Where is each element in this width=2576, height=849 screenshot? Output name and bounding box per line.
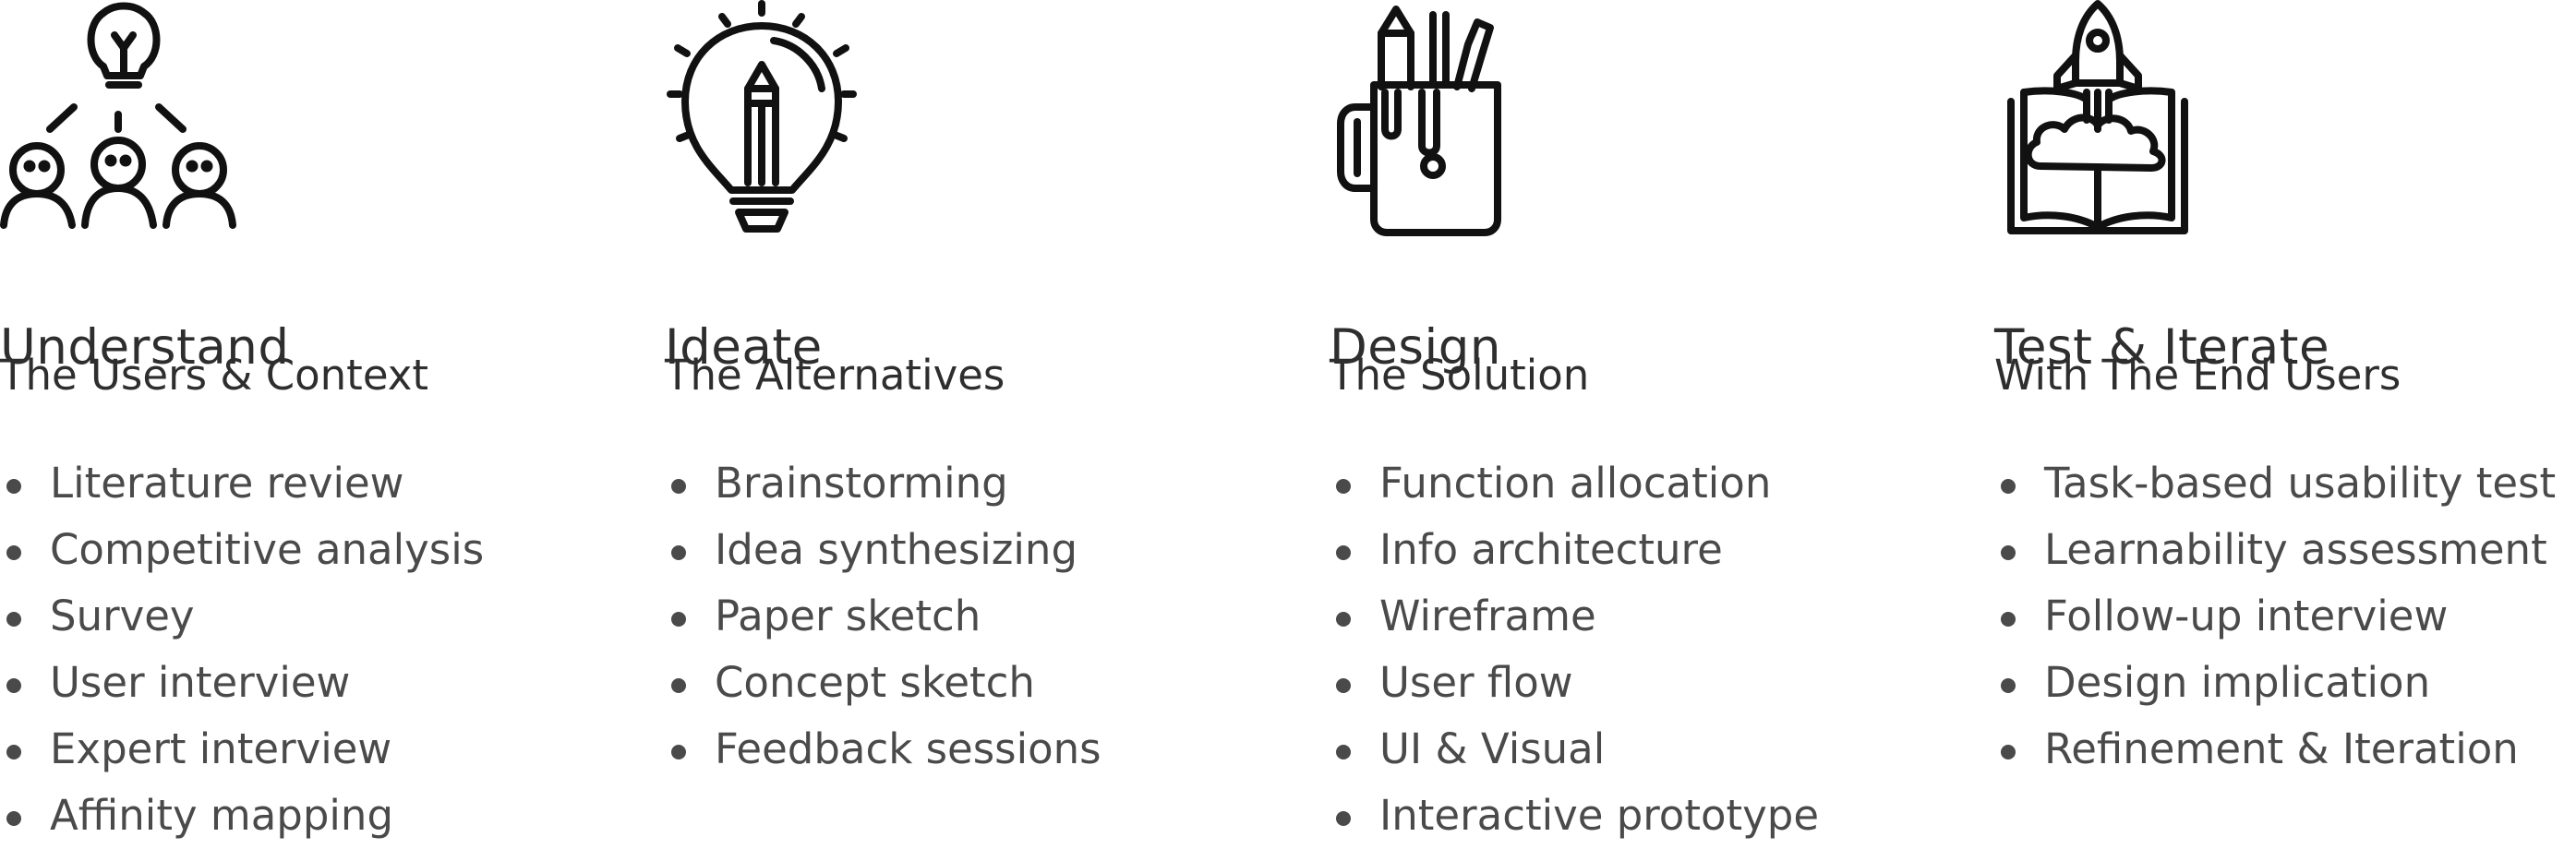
- pencil-cup-icon: [1330, 0, 1570, 242]
- phase-title: Understand: [0, 318, 290, 376]
- list-item: UI & Visual: [1330, 716, 1819, 783]
- phase-title: Design: [1330, 318, 1501, 376]
- list-item: Expert interview: [0, 716, 484, 783]
- list-item: Idea synthesizing: [665, 517, 1101, 583]
- list-item: Literature review: [0, 450, 484, 517]
- phase-subtitle: The Alternatives: [665, 351, 1005, 400]
- list-item: User flow: [1330, 650, 1819, 716]
- list-item: Refinement & Iteration: [1994, 716, 2556, 783]
- phase-ideate: Ideate The Alternatives Brainstorming Id…: [665, 0, 1311, 847]
- list-item: Info architecture: [1330, 517, 1819, 583]
- phase-title: Ideate: [665, 318, 823, 376]
- list-item: Feedback sessions: [665, 716, 1101, 783]
- phase-design: Design The Solution Function allocation …: [1330, 0, 1976, 847]
- phase-subtitle: With The End Users: [1994, 351, 2401, 400]
- phase-subtitle: The Users & Context: [0, 351, 428, 400]
- list-item: Function allocation: [1330, 450, 1819, 517]
- phase-understand: Understand The Users & Context Literatur…: [0, 0, 646, 847]
- activity-list: Function allocation Info architecture Wi…: [1330, 450, 1819, 849]
- phase-test-iterate: Test & Iterate With The End Users Task-b…: [1994, 0, 2576, 847]
- list-item: Learnability assessment: [1994, 517, 2556, 583]
- lightbulb-pencil-icon: [665, 0, 905, 242]
- list-item: Paper sketch: [665, 583, 1101, 650]
- list-item: Brainstorming: [665, 450, 1101, 517]
- activity-list: Task-based usability test Learnability a…: [1994, 450, 2556, 783]
- list-item: Follow-up interview: [1994, 583, 2556, 650]
- list-item: User interview: [0, 650, 484, 716]
- list-item: Affinity mapping: [0, 783, 484, 849]
- list-item: Wireframe: [1330, 583, 1819, 650]
- list-item: Task-based usability test: [1994, 450, 2556, 517]
- list-item: Concept sketch: [665, 650, 1101, 716]
- phase-subtitle: The Solution: [1330, 351, 1590, 400]
- activity-list: Literature review Competitive analysis S…: [0, 450, 484, 849]
- phase-title: Test & Iterate: [1994, 318, 2330, 376]
- list-item: Competitive analysis: [0, 517, 484, 583]
- team-idea-icon: [0, 0, 240, 242]
- list-item: Survey: [0, 583, 484, 650]
- book-rocket-icon: [1994, 0, 2234, 242]
- list-item: Interactive prototype: [1330, 783, 1819, 849]
- activity-list: Brainstorming Idea synthesizing Paper sk…: [665, 450, 1101, 783]
- list-item: Design implication: [1994, 650, 2556, 716]
